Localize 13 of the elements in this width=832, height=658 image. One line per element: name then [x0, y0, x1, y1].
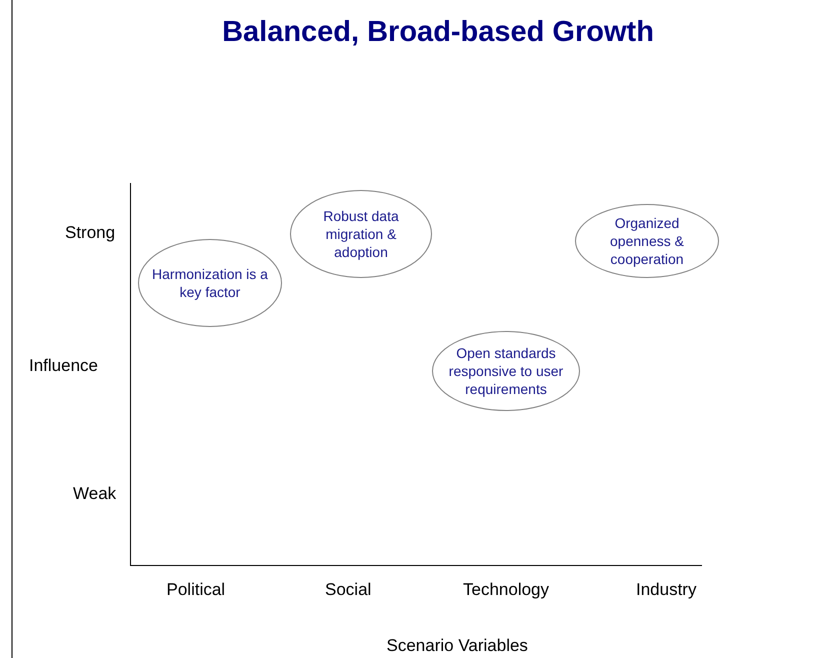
axis-tick-label: Weak — [73, 484, 116, 504]
axis-title: Scenario Variables — [386, 636, 528, 656]
axis-title: Influence — [29, 356, 98, 376]
ellipse-node: Organized openness & cooperation — [575, 204, 719, 278]
ellipse-node: Harmonization is a key factor — [138, 239, 282, 327]
ellipse-node: Robust data migration & adoption — [290, 190, 432, 278]
axis-tick-label: Social — [325, 580, 372, 600]
title: Balanced, Broad-based Growth — [221, 16, 655, 49]
axis-tick-label: Technology — [463, 580, 550, 600]
axis-tick-label: Industry — [636, 580, 696, 600]
axis-tick-label: Political — [166, 580, 226, 600]
ellipse-node: Open standards responsive to user requirements — [432, 331, 580, 411]
axis-tick-label: Strong — [65, 223, 116, 243]
